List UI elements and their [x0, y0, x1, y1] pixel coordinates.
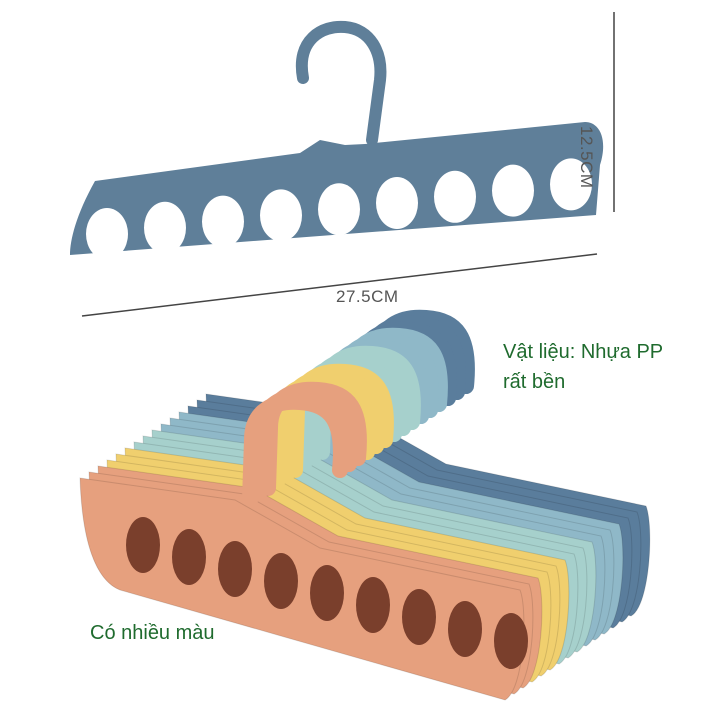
stacked-hanger [79, 393, 528, 701]
hanger-hole [492, 164, 534, 217]
stacked-hanger-hole [402, 589, 436, 645]
stacked-hanger-hole [172, 529, 206, 585]
hanger-hole [376, 177, 418, 229]
width-dimension-label: 27.5CM [336, 287, 399, 306]
hanger-hook [295, 20, 387, 146]
hanger-hole [260, 189, 302, 242]
single-hanger [70, 20, 604, 260]
hanger-hole [550, 158, 592, 211]
colors-caption: Có nhiều màu [90, 622, 215, 644]
material-line-1: Vật liệu: Nhựa PP [503, 341, 664, 363]
hanger-hole [434, 170, 476, 223]
height-dimension-label: 12.5CM [577, 126, 596, 189]
hanger-hole [86, 208, 128, 260]
stacked-hanger-hole [218, 541, 252, 597]
stacked-hanger-hole [356, 577, 390, 633]
hanger-hole [318, 183, 360, 236]
material-line-2: rất bền [503, 371, 566, 393]
stacked-hanger-hole [448, 601, 482, 657]
stacked-hanger-hole [494, 613, 528, 669]
width-dimension-line [81, 253, 598, 317]
hanger-hole [202, 195, 244, 248]
hanger-holes [86, 158, 592, 260]
stacked-hanger-hook [242, 393, 349, 508]
material-caption: Vật liệu: Nhựa PP rất bền [503, 337, 713, 397]
hanger-hole [144, 201, 186, 254]
stacked-hangers [79, 309, 651, 701]
stacked-hanger-hole [264, 553, 298, 609]
stacked-hanger-hole [310, 565, 344, 621]
stacked-hanger-hole [126, 517, 160, 573]
